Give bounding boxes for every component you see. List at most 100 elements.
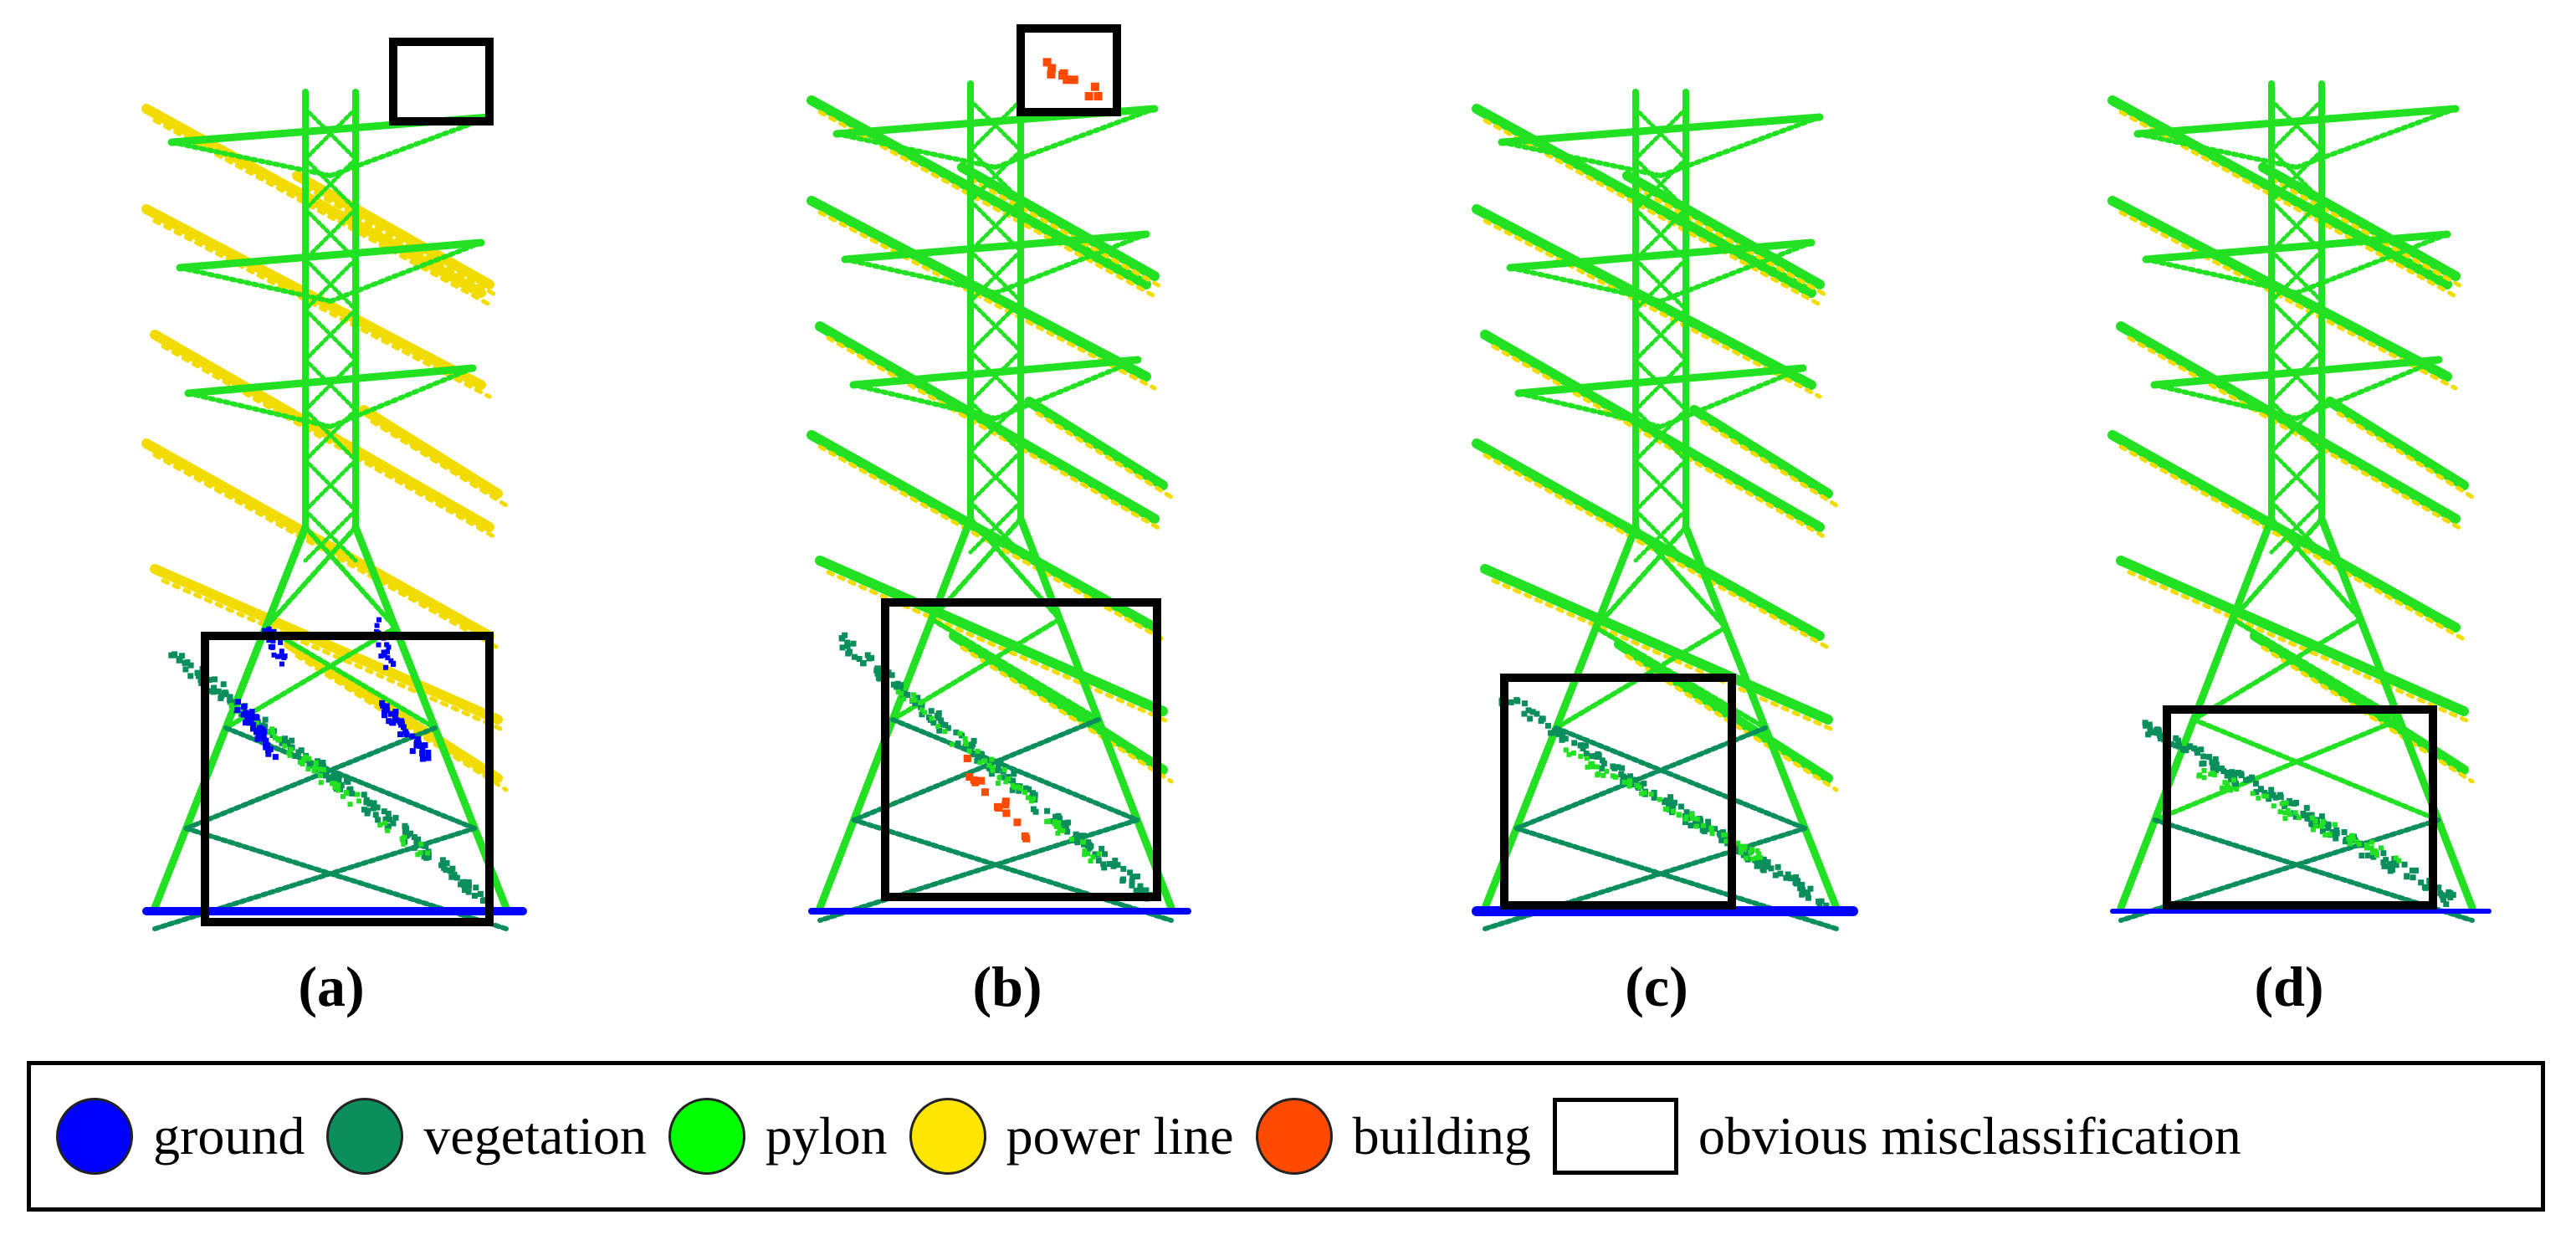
pylon-points — [1649, 792, 1654, 797]
vegetation-points — [1522, 700, 1528, 706]
ground-error-points — [397, 731, 403, 737]
vegetation-points — [373, 812, 379, 817]
vegetation-points — [1702, 828, 1708, 834]
pylon-points — [1627, 778, 1632, 783]
vegetation-points — [1011, 771, 1017, 776]
cross-arm — [2138, 109, 2456, 134]
vegetation-points — [2253, 781, 2259, 787]
vegetation-points — [365, 811, 371, 817]
vegetation-points — [1678, 803, 1684, 809]
ground-error-points — [425, 756, 431, 761]
vegetation-points — [839, 635, 845, 641]
pylon-points — [355, 792, 360, 797]
pylon-points — [1663, 807, 1668, 812]
legend: ground vegetation pylon power line build… — [27, 1061, 2545, 1212]
pylon-points — [2321, 819, 2326, 824]
pylon-points — [319, 780, 324, 785]
pylon-points — [950, 742, 955, 747]
legend-item-ground: ground — [56, 1098, 305, 1175]
vegetation-points — [2268, 787, 2274, 792]
vegetation-points — [1513, 697, 1519, 703]
pylon-points — [963, 740, 968, 745]
building-error-points — [1060, 69, 1068, 78]
legend-item-power-line: power line — [909, 1098, 1234, 1175]
vegetation-points — [1527, 715, 1533, 721]
vegetation-points — [2319, 813, 2325, 819]
pylon-points — [1743, 844, 1748, 849]
pylon-points — [318, 773, 323, 778]
vegetation-points — [1641, 781, 1646, 787]
vegetation-points — [895, 681, 901, 687]
ground-error-points — [235, 699, 241, 705]
ground-error-points — [234, 707, 240, 713]
building-error-points — [981, 788, 989, 796]
pylon-points — [989, 757, 994, 762]
vegetation-points — [1670, 803, 1676, 809]
vegetation-points — [412, 845, 417, 851]
legend-swatch-ground — [56, 1098, 133, 1175]
vegetation-points — [448, 874, 454, 880]
vegetation-points — [873, 668, 879, 674]
vegetation-points — [1807, 886, 1813, 892]
legend-item-pylon: pylon — [668, 1098, 888, 1175]
vegetation-points — [1571, 740, 1577, 746]
vegetation-points — [2387, 861, 2393, 867]
vegetation-points — [1552, 728, 1558, 734]
vegetation-points — [2402, 862, 2408, 868]
leg-lattice — [820, 820, 1137, 920]
vegetation-points — [2404, 873, 2410, 879]
vegetation-points — [2235, 770, 2241, 776]
pylon-points — [385, 828, 390, 833]
pylon-points — [1735, 841, 1740, 846]
vegetation-points — [866, 655, 872, 661]
vegetation-points — [1508, 699, 1514, 705]
vegetation-points — [2304, 805, 2310, 811]
legend-swatch-vegetation — [326, 1098, 403, 1175]
pylon-points — [2349, 833, 2354, 838]
pylon-points — [896, 689, 901, 694]
building-error-points — [1091, 83, 1099, 91]
vegetation-points — [847, 648, 853, 654]
pylon-points — [2333, 822, 2338, 827]
pylon-points — [321, 767, 326, 772]
vegetation-points — [458, 881, 463, 887]
power-line — [1694, 410, 1828, 494]
pylon-points — [2394, 855, 2399, 860]
vegetation-points — [889, 672, 895, 678]
vegetation-points — [1593, 753, 1599, 759]
vegetation-points — [1663, 797, 1669, 803]
vegetation-points — [1545, 723, 1551, 729]
ground-error-points — [273, 754, 279, 760]
power-line — [828, 572, 1171, 723]
misclassification-box — [2167, 710, 2433, 905]
vegetation-points — [1563, 735, 1569, 741]
vegetation-points — [851, 641, 857, 647]
pylon-points — [1056, 822, 1061, 828]
pylon-points — [2220, 786, 2225, 791]
vegetation-points — [323, 772, 329, 778]
pylon-points — [382, 821, 387, 826]
pylon-points — [333, 781, 338, 787]
pylon-points — [930, 716, 935, 721]
vegetation-points — [2148, 730, 2154, 735]
vegetation-points — [168, 653, 174, 658]
pylon-points — [1749, 856, 1754, 861]
ground-error-points — [245, 712, 251, 718]
pylon-points — [920, 699, 925, 704]
power-line — [820, 561, 1163, 711]
pylon-points — [1657, 797, 1662, 802]
pylon-points — [1636, 785, 1641, 790]
vegetation-points — [1687, 822, 1693, 828]
pylon-points — [1690, 816, 1695, 821]
pylon-points — [2348, 840, 2353, 845]
pylon-points — [996, 781, 1001, 786]
pylon-points — [2202, 775, 2207, 780]
pylon-points — [901, 696, 906, 701]
ground-error-points — [391, 661, 396, 666]
pylon-points — [1002, 767, 1007, 772]
misclassification-box — [1021, 28, 1117, 112]
vegetation-points — [2194, 750, 2200, 756]
pylon-points — [356, 798, 361, 803]
pylon-points — [1758, 855, 1763, 860]
